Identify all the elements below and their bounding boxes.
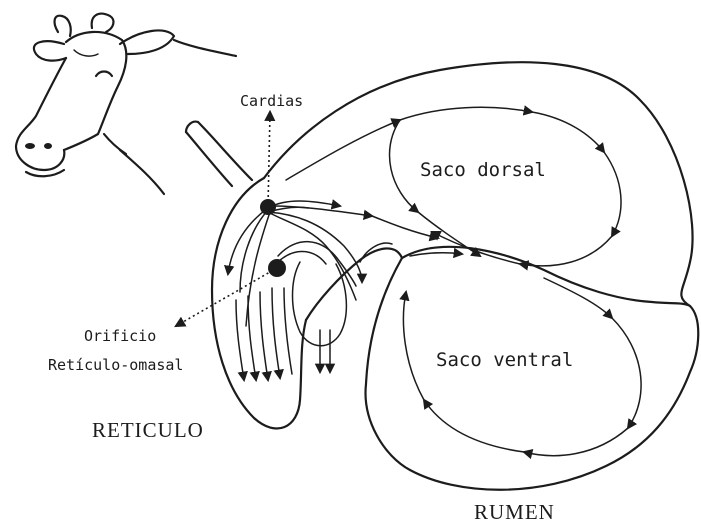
reticulum-loop-1 [268, 212, 356, 300]
reticulum-arrow-2 [240, 210, 268, 292]
reticulum-down-5 [284, 288, 292, 374]
cow-head-drawing [16, 14, 236, 194]
cardias-leader-line [268, 112, 270, 207]
flow-arrow-cardia-to-dorsal [286, 120, 400, 180]
cow-eye [96, 72, 112, 77]
flow-arrow-ventral-bottom [524, 428, 628, 456]
reticulum-down-3 [260, 292, 268, 380]
flow-arrow-ventral-left [424, 400, 524, 452]
rumen-pillar [402, 247, 690, 306]
flow-arrow-dorsal-right [532, 112, 604, 152]
label-orificio-line2: Retículo-omasal [48, 356, 183, 374]
flow-arrow-dorsal-down [604, 152, 621, 236]
reticulum-down-4 [272, 288, 280, 378]
cow-ear-right [120, 30, 174, 54]
fold-lip [360, 243, 392, 262]
reticulum-down-1 [236, 300, 244, 380]
flow-arrow-fold-to-ventral [410, 253, 462, 256]
label-rumen: RUMEN [474, 500, 555, 524]
stomach-outline [212, 62, 698, 490]
cow-forehead-tuft [74, 50, 98, 56]
cow-jaw [64, 134, 98, 150]
cow-throat [104, 134, 126, 154]
cow-neck-top [174, 40, 236, 56]
orificio-leader-line [176, 268, 277, 326]
flow-arrow-dorsal-inner [390, 120, 418, 212]
flow-arrow-dorsal-return [520, 236, 612, 266]
esophagus-lower-wall [198, 122, 252, 180]
cow-face-left-side [16, 58, 66, 170]
label-saco-ventral: Saco ventral [436, 349, 573, 371]
flow-arrow-ventral-right [612, 318, 641, 428]
reticulum-circulation-arrows [228, 201, 362, 380]
reticulum-arrow-3 [246, 212, 270, 326]
label-reticulo: RETICULO [92, 418, 204, 442]
cow-nostril [25, 143, 35, 149]
esophagus [186, 122, 252, 186]
label-saco-dorsal: Saco dorsal [420, 159, 546, 181]
reticulum-loop-4 [278, 242, 356, 286]
esophagus-opening [186, 122, 198, 132]
cow-ear-left [34, 41, 66, 60]
cow-face-right-side [66, 32, 126, 134]
cow-horn-left [55, 16, 71, 36]
label-cardias: Cardias [240, 92, 303, 110]
label-orificio-line1: Orificio [84, 327, 156, 345]
cow-horn-right [92, 14, 114, 32]
flow-arrow-dorsal-top [400, 107, 532, 120]
cow-neck-bottom [120, 150, 164, 194]
flow-arrow-ventral-up [403, 292, 424, 400]
reticulum-down-2 [248, 296, 256, 380]
rumen-outer-wall [264, 62, 698, 490]
cow-nostril-2 [44, 143, 52, 149]
esophagus-upper-wall [186, 132, 232, 186]
